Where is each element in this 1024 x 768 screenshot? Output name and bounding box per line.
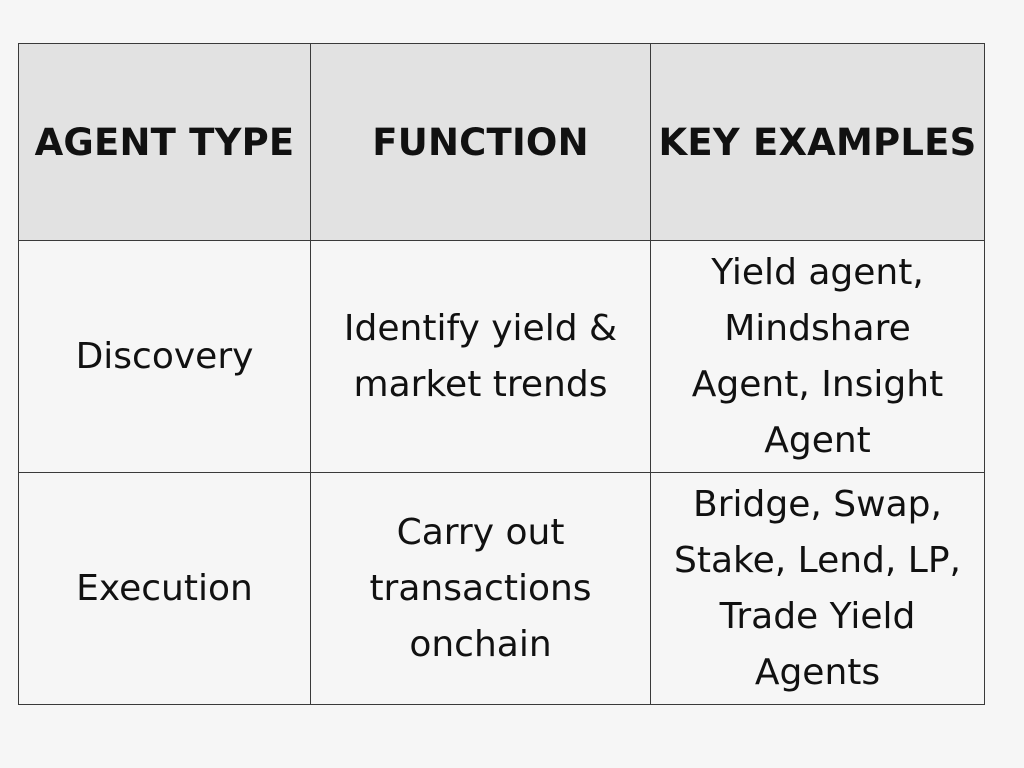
cell-line: Bridge, Swap, <box>693 483 942 525</box>
header-agent-type: AGENT TYPE <box>18 43 311 241</box>
table-row-discovery: Discovery Identify yield & market trends… <box>18 240 985 473</box>
cell-line: transactions <box>369 567 592 609</box>
cell-agent-type: Discovery <box>18 240 311 473</box>
cell-key-examples: Yield agent, Mindshare Agent, Insight Ag… <box>650 240 985 473</box>
header-function: FUNCTION <box>310 43 651 241</box>
cell-line: Carry out <box>396 511 565 553</box>
cell-agent-type: Execution <box>18 472 311 705</box>
table-row-execution: Execution Carry out transactions onchain… <box>18 472 985 705</box>
cell-line: onchain <box>409 623 552 665</box>
cell-line: Yield agent, <box>711 251 924 293</box>
cell-key-examples: Bridge, Swap, Stake, Lend, LP, Trade Yie… <box>650 472 985 705</box>
cell-line: market trends <box>353 363 608 405</box>
cell-line: Agent, Insight <box>691 363 944 405</box>
cell-line: Stake, Lend, LP, <box>674 539 961 581</box>
cell-line: Mindshare <box>724 307 911 349</box>
cell-function: Identify yield & market trends <box>310 240 651 473</box>
cell-line: Identify yield & <box>343 307 618 349</box>
agent-types-table: AGENT TYPE FUNCTION KEY EXAMPLES Discove… <box>18 43 985 705</box>
cell-function: Carry out transactions onchain <box>310 472 651 705</box>
cell-line: Trade Yield <box>719 595 916 637</box>
header-key-examples: KEY EXAMPLES <box>650 43 985 241</box>
table-header-row: AGENT TYPE FUNCTION KEY EXAMPLES <box>18 43 985 241</box>
cell-line: Agent <box>764 419 871 461</box>
cell-line: Agents <box>754 651 881 693</box>
